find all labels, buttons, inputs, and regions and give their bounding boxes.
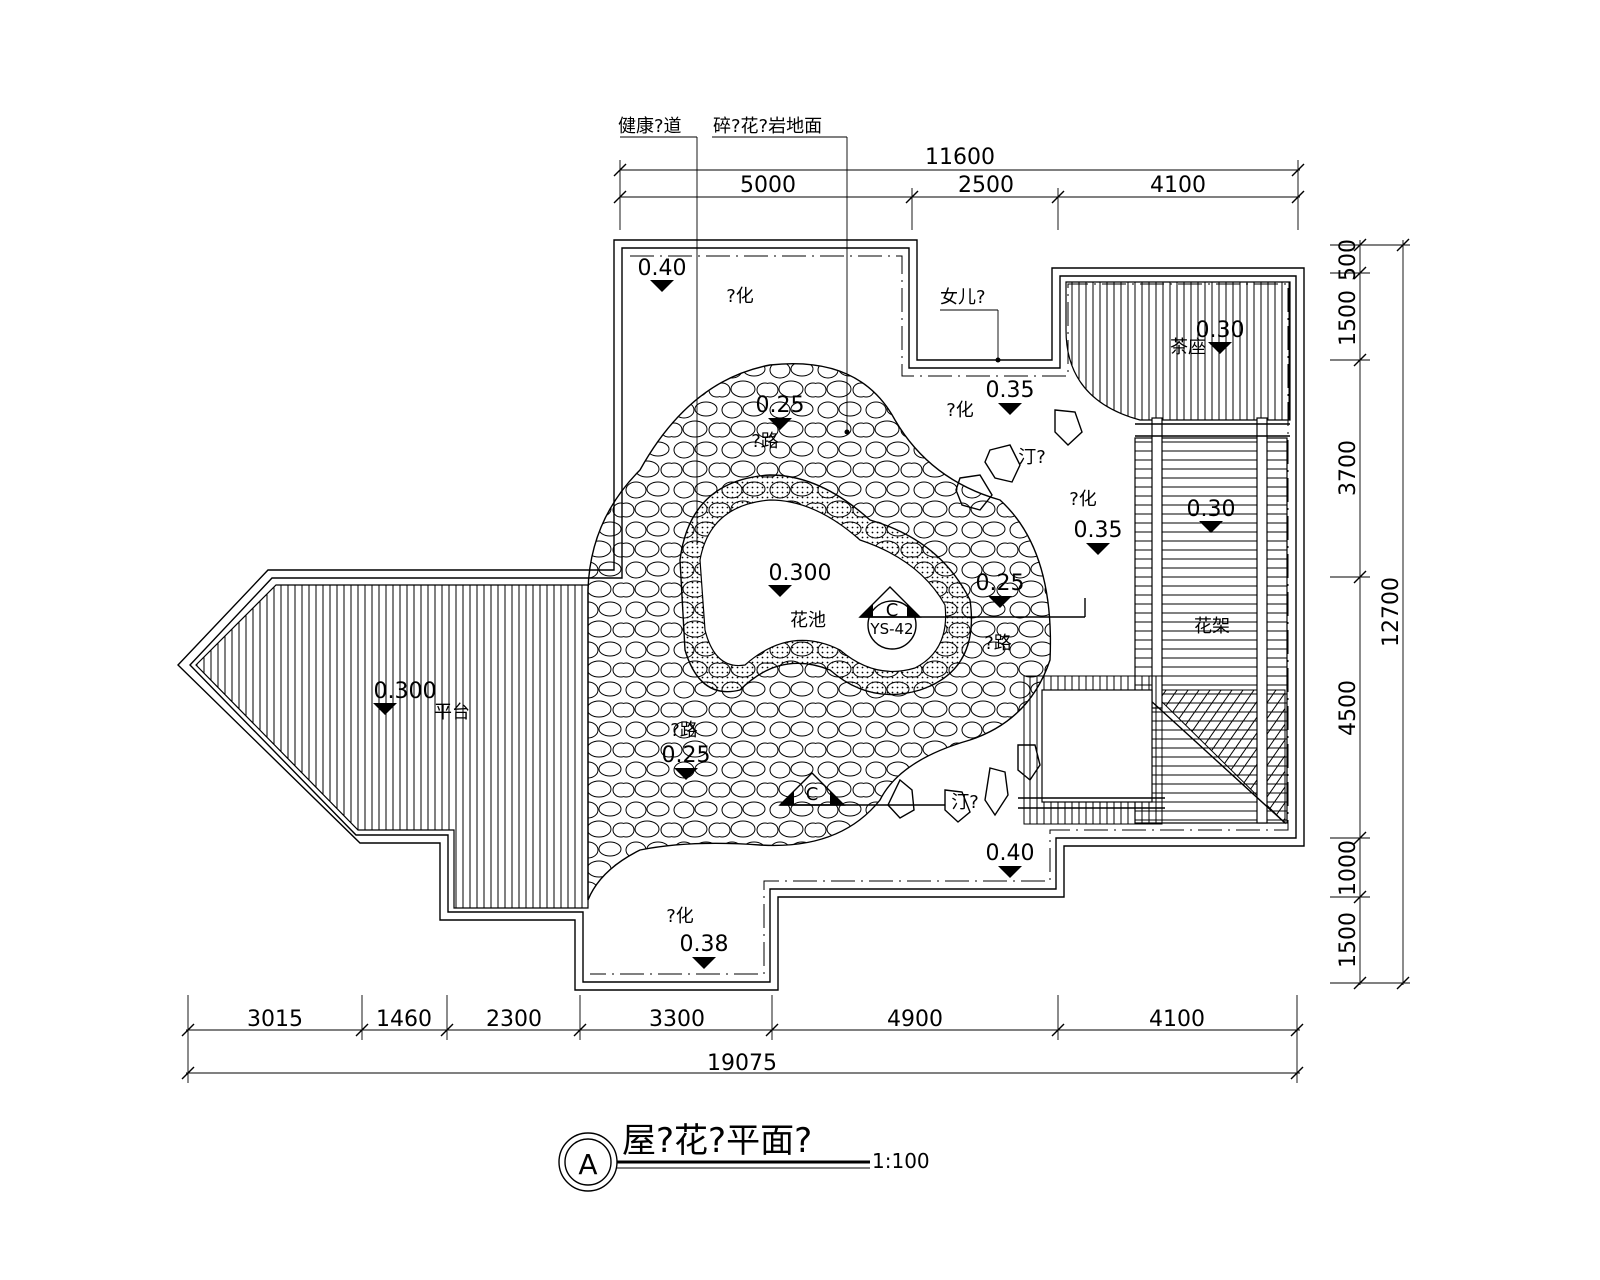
top-dim-2: 2500 — [958, 173, 1014, 198]
platform-label: 平台 — [434, 702, 470, 723]
section-circle — [867, 600, 917, 650]
parapet-callout: 女儿? — [940, 287, 986, 308]
stepping-label-2: 汀? — [951, 792, 979, 813]
elev-3: 0.35 — [986, 378, 1035, 403]
path-label-1: ?路 — [751, 431, 779, 452]
drawing-title: 屋?花?平面? — [622, 1121, 812, 1161]
elev-5: 0.30 — [1187, 497, 1236, 522]
elev-4: 0.25 — [756, 393, 805, 418]
elev-12: 0.38 — [680, 932, 729, 957]
granite-callout: 碎?花?岩地面 — [713, 116, 822, 137]
bottom-dim-1: 3015 — [247, 1007, 303, 1032]
bottom-dim-6: 4100 — [1149, 1007, 1205, 1032]
index-letter: A — [578, 1148, 597, 1181]
right-dim-3: 3700 — [1336, 440, 1361, 496]
top-dim-1: 5000 — [740, 173, 796, 198]
path-label-2: ?路 — [984, 633, 1012, 654]
elev-2: 0.30 — [1196, 318, 1245, 343]
bottom-total-dim: 19075 — [707, 1051, 777, 1076]
elev-9: 0.300 — [374, 679, 437, 704]
drawing-scale: 1:100 — [872, 1149, 930, 1173]
stepping-label-1: 汀? — [1018, 447, 1046, 468]
bottom-dim-3: 2300 — [486, 1007, 542, 1032]
path-label-3: ?路 — [670, 720, 698, 741]
top-dim-3: 4100 — [1150, 173, 1206, 198]
outer-parapet — [177, 239, 1305, 991]
section-marker: C YS-42 C — [778, 586, 1086, 806]
elev-10: 0.25 — [662, 743, 711, 768]
bottom-dimensions: 3015 1460 2300 3300 4900 4100 19075 — [181, 995, 1304, 1083]
elevation-marks: 0.40 0.30 0.35 0.25 0.30 0.35 0.300 0.25… — [373, 256, 1244, 969]
right-dim-2: 1500 — [1336, 290, 1361, 346]
top-total-dim: 11600 — [925, 145, 995, 170]
fitness-path-callout: 健康?道 — [618, 116, 682, 137]
right-dim-6: 1500 — [1336, 912, 1361, 968]
inner-parapet — [189, 247, 1297, 983]
bottom-dim-4: 3300 — [649, 1007, 705, 1032]
bottom-dim-2: 1460 — [376, 1007, 432, 1032]
right-dim-1: 500 — [1336, 239, 1361, 281]
bottom-dim-5: 4900 — [887, 1007, 943, 1032]
section-letter: C — [886, 600, 899, 621]
elev-11: 0.40 — [986, 841, 1035, 866]
flower-rack-label: 花架 — [1194, 616, 1230, 637]
elev-6: 0.35 — [1074, 518, 1123, 543]
green-label-1: ?化 — [726, 286, 754, 307]
green-label-4: ?化 — [666, 906, 694, 927]
right-ticks — [1353, 238, 1410, 990]
stepping-stones — [887, 409, 1083, 823]
section-ref: YS-42 — [869, 620, 913, 638]
callout-leaders — [620, 136, 850, 545]
green-label-3: ?化 — [1069, 489, 1097, 510]
right-dim-5: 1000 — [1336, 840, 1361, 896]
flower-pool — [679, 474, 973, 696]
elev-7: 0.300 — [769, 561, 832, 586]
elev-1: 0.40 — [638, 256, 687, 281]
green-label-2: ?化 — [946, 400, 974, 421]
tea-seat-label: 茶座 — [1170, 337, 1206, 358]
title-block: A 屋?花?平面? 1:100 — [558, 1121, 930, 1192]
section-letter-lower: C — [806, 784, 819, 805]
platform-deck — [195, 584, 589, 909]
elev-8: 0.25 — [976, 571, 1025, 596]
lower-pergola — [1018, 675, 1165, 825]
parapet-callout-dot — [995, 357, 1001, 363]
right-dimensions: 500 1500 3700 4500 1000 1500 12700 — [1330, 238, 1410, 990]
tea-seat-deck — [1065, 281, 1291, 421]
top-dimensions: 11600 5000 2500 4100 — [613, 145, 1305, 230]
flower-pool-label: 花池 — [790, 610, 826, 631]
dashed-edge — [590, 255, 1289, 975]
right-dim-4: 4500 — [1336, 680, 1361, 736]
right-total-dim: 12700 — [1379, 577, 1404, 647]
roof-outline — [177, 239, 1305, 991]
